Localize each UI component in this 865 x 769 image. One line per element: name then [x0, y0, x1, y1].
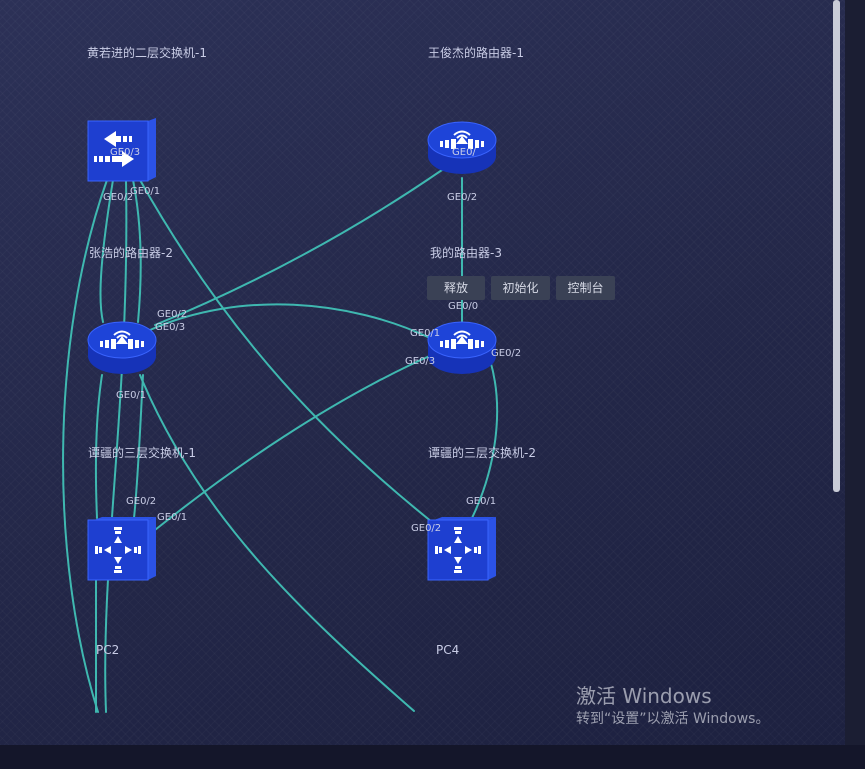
router-icon[interactable] [426, 118, 498, 180]
port-label: GE0/2 [157, 309, 188, 320]
link-line [104, 179, 128, 713]
device-label: PC4 [436, 643, 460, 657]
device-label: 谭疆的三层交换机-2 [428, 446, 536, 460]
router-icon[interactable] [86, 318, 158, 380]
layer2-switch-icon[interactable] [86, 115, 158, 183]
device-label: PC2 [96, 643, 120, 657]
link-line [154, 353, 435, 531]
layer3-switch-icon[interactable] [86, 514, 158, 582]
port-label: GE0/3 [405, 356, 436, 367]
port-label: GE0/1 [157, 512, 188, 523]
port-label: GE0/2 [103, 192, 134, 203]
topology-links [62, 169, 499, 713]
windows-activation-title: 激活 Windows [576, 684, 712, 708]
port-label: GE0/2 [411, 523, 442, 534]
link-line [139, 374, 415, 712]
bottom-bar [0, 745, 865, 769]
link-line [62, 179, 108, 713]
port-label: GE0/3 [155, 322, 186, 333]
device-label: 王俊杰的路由器-1 [428, 46, 524, 60]
port-label: GE0/2 [126, 496, 157, 507]
device-label: 黄若进的二层交换机-1 [87, 46, 207, 60]
port-label: GE0/1 [130, 186, 161, 197]
port-label: GE0/2 [447, 192, 478, 203]
router-icon[interactable] [426, 318, 498, 380]
device-label: 谭疆的三层交换机-1 [88, 446, 196, 460]
layer3-switch-icon[interactable] [426, 514, 498, 582]
link-line [99, 179, 114, 323]
windows-activation-subtitle: 转到“设置”以激活 Windows。 [576, 711, 770, 727]
scrollbar-thumb[interactable] [833, 0, 840, 492]
link-line [154, 169, 443, 326]
device-label: 张浩的路由器-2 [89, 246, 173, 260]
port-label: GE0/2 [491, 348, 522, 359]
console-button[interactable]: 控制台 [556, 276, 615, 300]
link-line [471, 359, 499, 519]
link-line [133, 374, 144, 519]
release-button[interactable]: 释放 [427, 276, 485, 300]
port-label: GE0/1 [116, 390, 147, 401]
port-label: GE0/1 [410, 328, 441, 339]
device-label: 我的路由器-3 [430, 246, 502, 260]
port-label: GE0/ [452, 147, 476, 158]
port-label: GE0/0 [448, 301, 479, 312]
port-label: GE0/1 [466, 496, 497, 507]
link-line [139, 179, 433, 523]
scrollbar-track[interactable] [845, 0, 865, 745]
link-line [94, 374, 103, 519]
init-button[interactable]: 初始化 [491, 276, 550, 300]
link-line [132, 179, 142, 323]
link-line [149, 303, 431, 339]
topology-canvas[interactable]: 黄若进的二层交换机-1 王俊杰的路由器-1 张浩的路由器-2 我的路由器-3 谭… [0, 0, 845, 745]
port-label: GE0/3 [110, 147, 141, 158]
